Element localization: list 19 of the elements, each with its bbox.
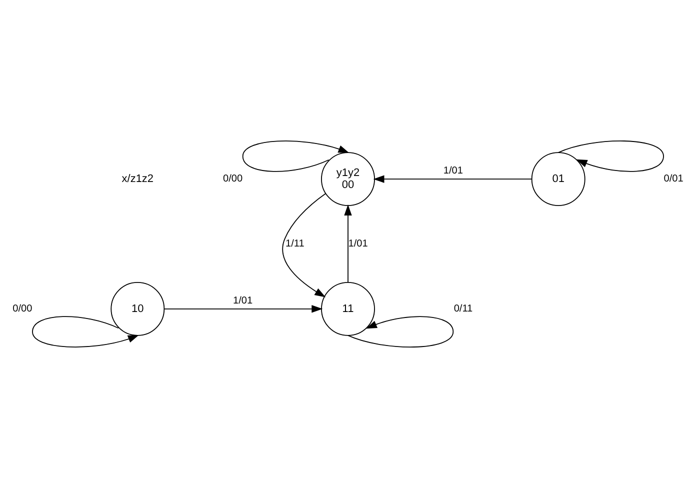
node-circle: 10 [110, 282, 165, 336]
edge-label: 0/01 [664, 174, 684, 185]
arrow [344, 204, 352, 283]
edge-label: 1/01 [443, 165, 463, 176]
node-circle: 01 [531, 152, 586, 206]
edge-label: 1/11 [286, 238, 304, 250]
edge-label: 0/00 [12, 303, 32, 314]
node-circle: 11 [321, 282, 375, 336]
label: x/z1z2 [122, 172, 154, 185]
arrow [32, 316, 139, 348]
edge-label: 1/01 [233, 295, 253, 306]
arrow [282, 193, 326, 298]
arrow [373, 175, 532, 183]
arrow [242, 140, 350, 172]
arrow [164, 305, 323, 313]
edge-label: 0/00 [222, 174, 243, 185]
node-circle: y1y2 00 [321, 152, 375, 206]
edge-label: 1/01 [348, 238, 368, 250]
edge-label: 0/11 [454, 303, 473, 314]
